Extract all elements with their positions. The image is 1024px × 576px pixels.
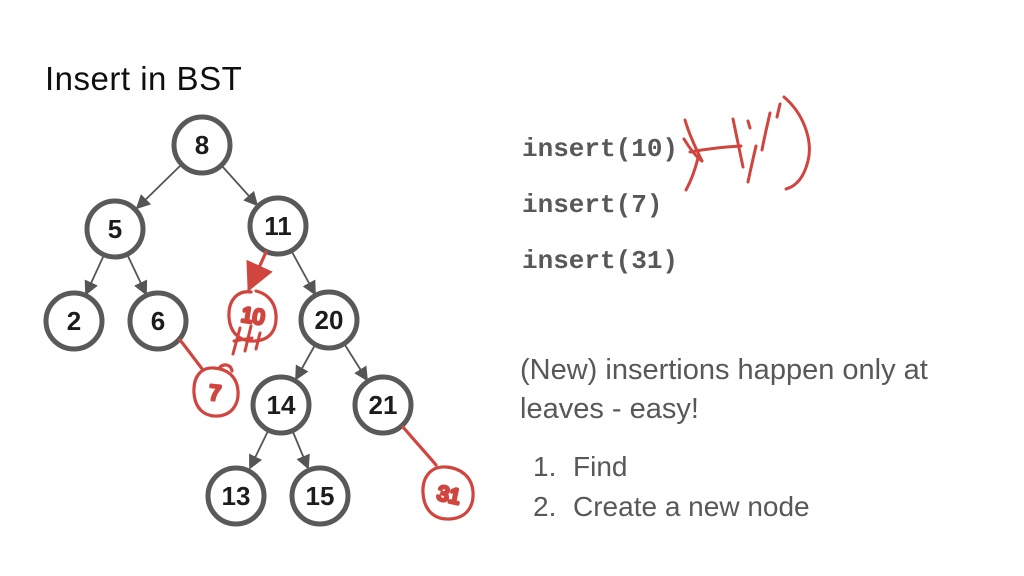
node-circle [127, 290, 189, 352]
tree-node-8: 8 [171, 114, 233, 176]
tree-node-5: 5 [84, 198, 146, 260]
tree-node-21: 21 [352, 374, 414, 436]
node-circle [43, 290, 105, 352]
tree-edge-11-20 [291, 251, 316, 296]
node-circle [298, 289, 360, 351]
ink-circle-7 [192, 363, 240, 418]
tree-node-15: 15 [289, 465, 351, 527]
step-find: 1. Find [533, 447, 810, 487]
code-line-insert-10: insert(10) [522, 134, 679, 164]
step-label: Create a new node [573, 491, 810, 522]
node-value: 11 [264, 211, 292, 241]
note-text: (New) insertions happen only at leaves -… [520, 354, 928, 425]
code-line-insert-31: insert(31) [522, 246, 679, 276]
node-circle [250, 374, 312, 436]
ink-circle-10 [227, 289, 278, 343]
node-value: 14 [267, 390, 296, 420]
ink-value-31: 31 [435, 482, 463, 509]
tree-nodes: 8 5 11 2 6 20 [43, 114, 414, 527]
node-value: 15 [306, 481, 335, 511]
tree-node-6: 6 [127, 290, 189, 352]
node-value: 2 [67, 306, 81, 336]
tree-edge-14-13 [249, 430, 269, 470]
ink-link-11-to-10 [246, 250, 273, 292]
tree-edge-20-14 [295, 344, 316, 381]
ink-link-6-to-7 [178, 338, 205, 372]
tree-node-11: 11 [247, 195, 309, 257]
steps-list: 1. Find 2. Create a new node [533, 447, 810, 527]
node-value: 6 [151, 306, 165, 336]
node-circle [84, 198, 146, 260]
tree-edges [84, 164, 368, 470]
tree-edge-8-5 [135, 164, 182, 210]
ink-insert-31: 31 [401, 425, 475, 521]
ink-value-7: 7 [208, 381, 222, 405]
node-value: 20 [315, 305, 344, 335]
node-circle [289, 465, 351, 527]
node-value: 21 [369, 390, 398, 420]
ink-circle-31 [421, 465, 475, 521]
tree-node-13: 13 [205, 465, 267, 527]
step-label: Find [573, 451, 628, 482]
node-circle [247, 195, 309, 257]
code-line-insert-7: insert(7) [522, 190, 663, 220]
ink-scribble-near-code [682, 95, 811, 192]
node-circle [205, 465, 267, 527]
node-circle [352, 374, 414, 436]
step-create-node: 2. Create a new node [533, 487, 810, 527]
step-number: 2. [533, 491, 557, 522]
tree-edge-8-11 [221, 165, 259, 207]
ink-insert-10: 10 [227, 250, 278, 356]
node-value: 8 [195, 130, 209, 160]
page-title: Insert in BST [45, 60, 243, 97]
ink-link-21-to-31 [401, 425, 438, 467]
tree-node-20: 20 [298, 289, 360, 351]
node-circle [171, 114, 233, 176]
node-value: 13 [222, 481, 251, 511]
step-number: 1. [533, 451, 557, 482]
code-panel: insert(10) insert(7) insert(31) [522, 121, 678, 289]
ink-scribble [231, 324, 262, 356]
tree-node-2: 2 [43, 290, 105, 352]
tree-node-14: 14 [250, 374, 312, 436]
tree-edge-5-2 [84, 254, 105, 296]
node-value: 5 [108, 214, 122, 244]
tree-edge-14-15 [292, 431, 310, 470]
tree-edge-5-6 [126, 253, 148, 296]
ink-value-10: 10 [240, 303, 267, 329]
ink-insert-7: 7 [178, 338, 240, 418]
tree-edge-20-21 [344, 344, 368, 382]
